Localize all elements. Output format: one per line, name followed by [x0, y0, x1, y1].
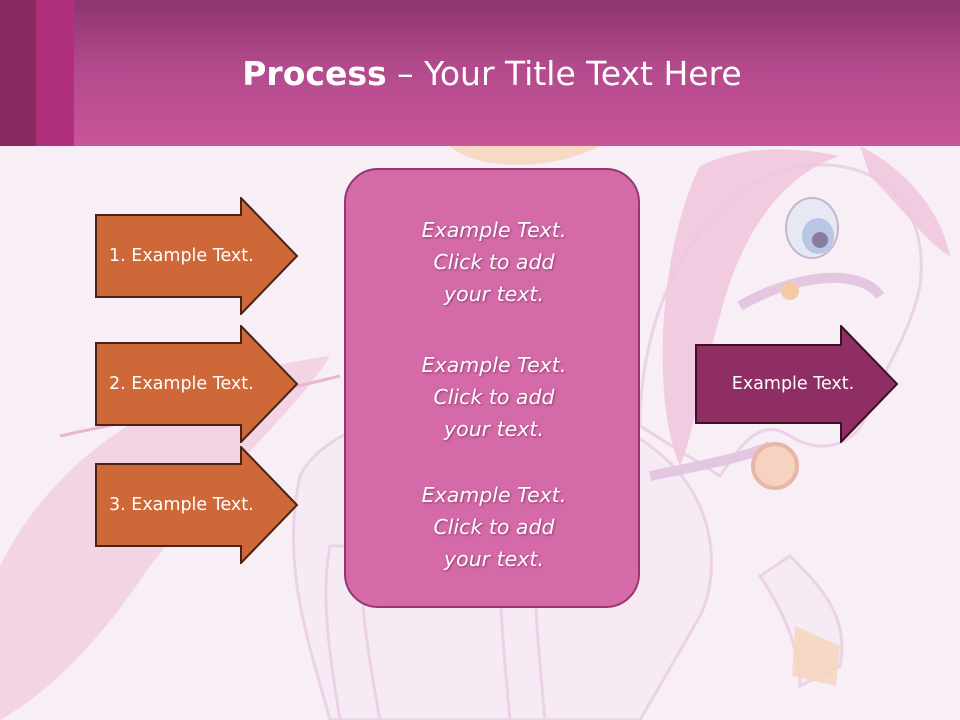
slide-title[interactable]: Process – Your Title Text Here	[0, 52, 960, 96]
step-label: 2. Example Text.	[109, 374, 254, 394]
title-bold: Process	[242, 54, 387, 93]
text-line: Click to add	[433, 515, 555, 539]
step-label: 3. Example Text.	[109, 495, 254, 515]
text-line: Example Text.	[421, 218, 567, 242]
title-bar: Process – Your Title Text Here	[0, 0, 960, 146]
right-arrow-icon	[95, 197, 299, 315]
process-step-arrow-1[interactable]: 1. Example Text.	[95, 197, 299, 315]
result-label: Example Text.	[731, 374, 855, 394]
process-step-arrow-3[interactable]: 3. Example Text.	[95, 446, 299, 564]
text-line: Example Text.	[421, 483, 567, 507]
right-arrow-icon	[95, 446, 299, 564]
step-label: 1. Example Text.	[109, 246, 254, 266]
text-line: your text.	[444, 282, 544, 306]
center-text-block-1[interactable]: Example Text. Click to add your text.	[346, 214, 642, 310]
header-stripe	[0, 0, 36, 146]
text-line: Example Text.	[421, 353, 567, 377]
header-stripe	[36, 0, 74, 146]
right-arrow-icon	[695, 325, 899, 443]
title-rest: – Your Title Text Here	[386, 54, 742, 93]
text-line: your text.	[444, 417, 544, 441]
text-line: Click to add	[433, 250, 555, 274]
text-line: your text.	[444, 547, 544, 571]
center-text-block-3[interactable]: Example Text. Click to add your text.	[346, 479, 642, 575]
right-arrow-icon	[95, 325, 299, 443]
process-result-arrow[interactable]: Example Text.	[695, 325, 899, 443]
center-text-block-2[interactable]: Example Text. Click to add your text.	[346, 349, 642, 445]
text-line: Click to add	[433, 385, 555, 409]
process-center-box[interactable]: Example Text. Click to add your text. Ex…	[344, 168, 640, 608]
process-step-arrow-2[interactable]: 2. Example Text.	[95, 325, 299, 443]
